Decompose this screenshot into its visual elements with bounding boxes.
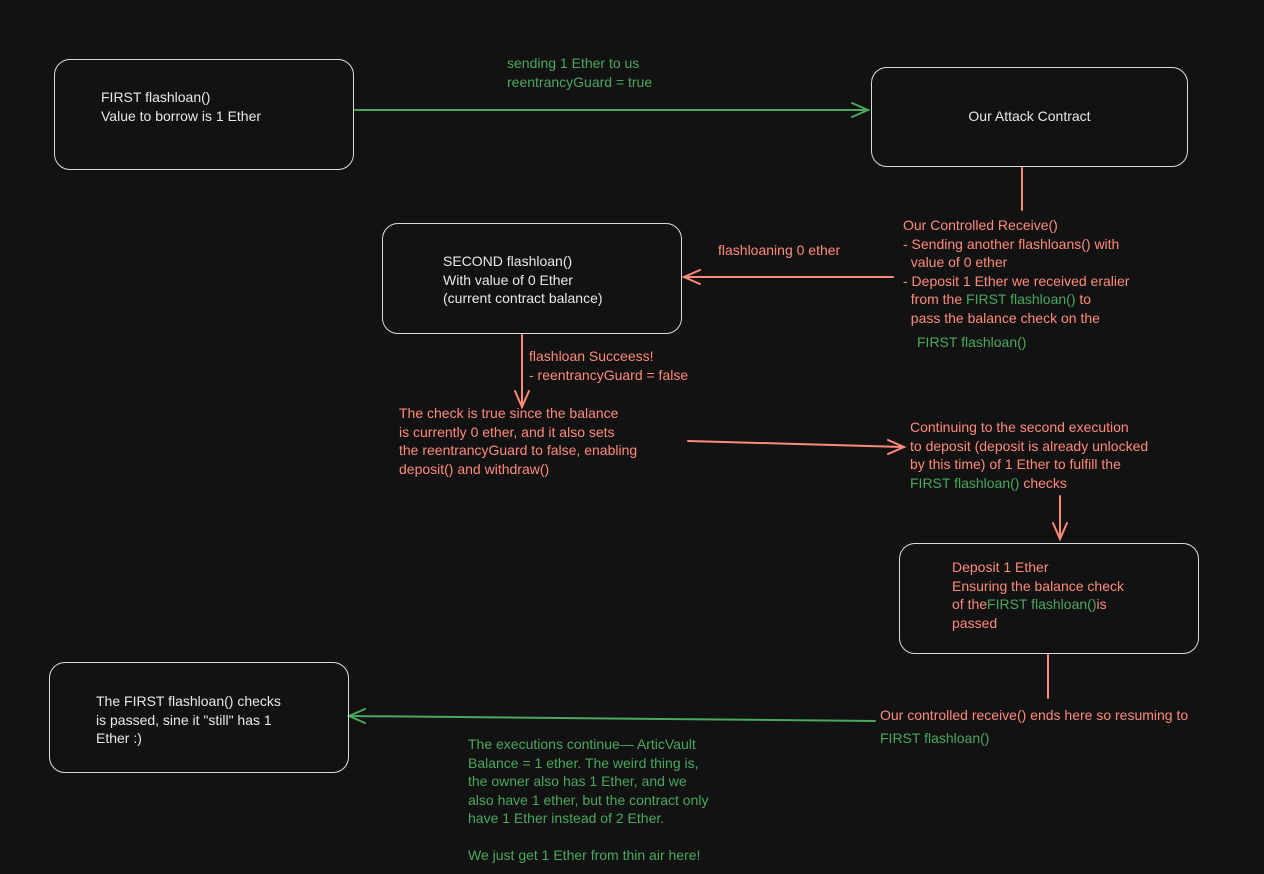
text-line: passed [952,614,998,631]
text-line: We just get 1 Ether from thin air here! [468,847,701,863]
second-flashloan-box [382,223,682,334]
text-line: Value to borrow is 1 Ether [101,107,262,124]
text-line: also have 1 ether, but the contract only [468,791,709,808]
text-line: pass the balance check on the [903,309,1100,326]
text-segment: FIRST flashloan() [910,474,1020,491]
text-line: deposit() and withdraw() [399,460,550,477]
text-line: Continuing to the second execution [910,419,1129,435]
text-line: FIRST flashloan() [880,730,990,746]
text-line: by this time) of 1 Ether to fulfill the [910,456,1121,472]
continuing-text: Continuing to the second execution to de… [910,418,1148,492]
continue-arrow [687,439,907,455]
text-line: - Deposit 1 Ether we received eralier [903,272,1130,289]
text-line: With value of 0 Ether [443,271,573,288]
success-label: flashloan Succeess! - reentrancyGuard = … [529,347,688,384]
text-line: The FIRST flashloan() checks [96,693,281,709]
text-line: is passed, sine it "still" has 1 [96,711,272,728]
text-line: SECOND flashloan() [443,253,573,269]
text-line: is currently 0 ether, and it also sets [399,423,615,440]
text-line: reentrancyGuard = true [507,73,653,90]
deposit-box [899,543,1199,654]
send-arrow [354,102,871,118]
attack-contract-box [871,67,1188,167]
text-line: the owner also has 1 Ether, and we [468,773,687,789]
final-box [49,662,349,773]
text-segment: to [1075,291,1092,307]
text-segment: FIRST flashloan() [966,291,1076,307]
send-arrow-label: sending 1 Ether to us reentrancyGuard = … [507,54,652,91]
text-line: FIRST flashloan() [101,89,211,105]
text-line: The executions continue— ArticVault [468,736,696,752]
text-line: Balance = 1 ether. The weird thing is, [468,754,699,771]
text-segment: checks [1019,474,1067,491]
flashloaning-label: flashloaning 0 ether [718,242,841,258]
text-line: (current contract balance) [443,290,603,306]
text-segment: from the [903,291,967,307]
text-line: Deposit 1 Ether [952,559,1049,575]
text-line: The check is true since the balance [399,405,619,421]
text-segment: is [1096,596,1107,612]
text-line: flashloan Succeess! [529,348,654,364]
first-flashloan-box [54,59,354,170]
text-line: FIRST flashloan() [917,334,1027,350]
text-segment: of the [952,596,988,612]
text-line: have 1 Ether instead of 2 Ether. [468,810,665,826]
text-line: the reentrancyGuard to false, enabling [399,442,638,458]
text-line: Ether :) [96,730,142,746]
attack-contract-label: Our Attack Contract [968,108,1091,124]
resume-text: Our controlled receive() ends here so re… [880,704,1188,750]
first-flashloan-text: FIRST flashloan() Value to borrow is 1 E… [101,88,261,125]
flashloaning-arrow [681,269,894,285]
text-line: - reentrancyGuard = false [529,366,689,383]
deposit-arrow [1052,495,1068,542]
resume-arrow [346,708,876,724]
text-line [468,828,709,847]
text-line: Ensuring the balance check [952,577,1124,594]
deposit-text: Deposit 1 Ether Ensuring the balance che… [952,558,1124,632]
text-line: Our Controlled Receive() [903,217,1058,233]
text-line: value of 0 ether [903,254,1008,270]
second-flashloan-text: SECOND flashloan() With value of 0 Ether… [443,252,603,308]
text-line: sending 1 Ether to us [507,55,640,71]
final-box-text: The FIRST flashloan() checks is passed, … [96,692,281,748]
text-line: - Sending another flashloans() with [903,235,1120,252]
text-line: to deposit (deposit is already unlocked [910,437,1149,454]
text-segment: FIRST flashloan() [987,596,1097,612]
text-line: Our controlled receive() ends here so re… [880,707,1189,723]
controlled-receive-text: Our Controlled Receive() - Sending anoth… [903,216,1129,352]
check-text: The check is true since the balance is c… [399,404,637,478]
success-arrow [514,334,530,410]
conclusion-text: The executions continue— ArticVault Bala… [468,735,709,865]
